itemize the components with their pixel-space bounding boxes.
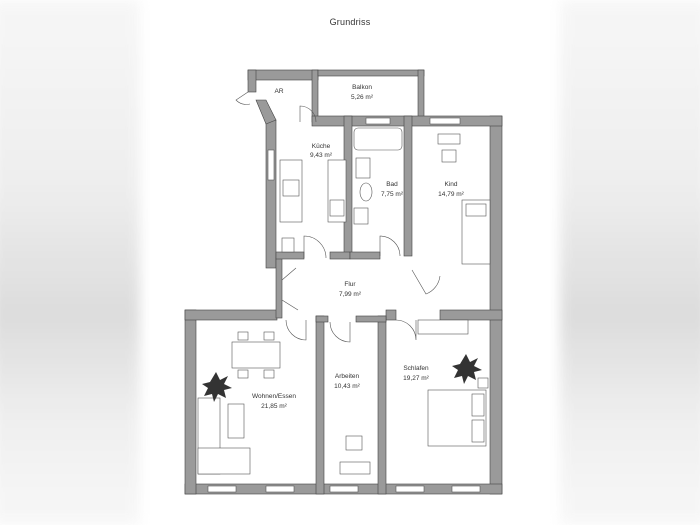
- dining-chair-2: [263, 331, 275, 341]
- window-arbeiten: [329, 485, 359, 493]
- area-schlafen: 19,27 m²: [403, 375, 429, 382]
- hall-wardrobe: [417, 319, 469, 335]
- label-kueche: Küche: [312, 143, 331, 150]
- nightstand: [477, 377, 489, 389]
- door-entry: [281, 267, 299, 311]
- door-wohnen: [285, 319, 307, 341]
- dining-chair-3: [237, 369, 249, 379]
- sofa-seat: [197, 447, 251, 475]
- door-kind: [411, 269, 441, 295]
- wall-kind-bottom: [439, 309, 503, 321]
- kind-desk: [437, 133, 461, 145]
- fixtures: [197, 127, 491, 475]
- wall-arbeiten-left: [315, 315, 325, 495]
- label-bad: Bad: [386, 181, 398, 188]
- doors: [235, 91, 441, 343]
- window-wohnen-2: [265, 485, 295, 493]
- kitchen-cabinet: [281, 237, 295, 253]
- wall-balkon-left: [311, 69, 319, 123]
- area-arbeiten: 10,43 m²: [334, 383, 360, 390]
- area-bad: 7,75 m²: [381, 191, 404, 198]
- bed-pillow-2: [471, 419, 485, 443]
- window-schlafen-2: [451, 485, 481, 493]
- work-chair: [345, 435, 363, 451]
- door-schlafen: [395, 319, 417, 341]
- bed-pillow-1: [471, 393, 485, 417]
- area-balkon: 5,26 m²: [351, 94, 374, 101]
- label-balkon: Balkon: [352, 84, 372, 91]
- wall-kueche-bottom-b: [329, 251, 351, 260]
- wall-arbeiten-top-b: [355, 315, 387, 323]
- window-kind: [429, 117, 461, 125]
- area-wohnen: 21,85 m²: [261, 403, 287, 410]
- blurred-background-left: [0, 0, 140, 525]
- label-wohnen: Wohnen/Essen: [252, 393, 296, 400]
- wall-bad-bottom: [349, 251, 381, 260]
- dining-chair-4: [263, 369, 275, 379]
- coffee-table: [227, 403, 245, 439]
- door-kueche-flur: [303, 235, 327, 259]
- plant-icon-schlafen: [452, 354, 482, 384]
- wall-outer-left-lower: [184, 309, 197, 495]
- label-flur: Flur: [344, 281, 356, 288]
- windows: [207, 117, 481, 493]
- label-kind: Kind: [444, 181, 457, 188]
- bathtub: [353, 127, 403, 151]
- plant-icon-wohnen: [202, 372, 232, 402]
- wall-schlafen-top: [385, 309, 397, 321]
- dining-chair-1: [237, 331, 249, 341]
- window-kueche: [267, 149, 275, 181]
- window-wohnen-1: [207, 485, 237, 493]
- blurred-background-right: [560, 0, 700, 525]
- wall-balkon-top: [317, 69, 425, 77]
- wall-wohnen-top: [184, 309, 278, 321]
- room-labels: AR Balkon 5,26 m² Küche 9,43 m² Bad 7,75…: [252, 84, 465, 410]
- label-ar: AR: [274, 88, 283, 95]
- wall-bad-kind: [403, 115, 413, 257]
- washbasin: [353, 207, 369, 225]
- door-arbeiten: [329, 321, 351, 343]
- wall-flur-left: [275, 257, 283, 319]
- wall-arbeiten-top-a: [315, 315, 329, 323]
- bath-shelf: [355, 157, 371, 179]
- window-bad: [365, 117, 391, 125]
- wall-kueche-bottom-a: [275, 251, 305, 260]
- window-schlafen-1: [395, 485, 425, 493]
- wall-balkon-right: [417, 69, 425, 123]
- wall-top-left: [247, 69, 319, 81]
- label-arbeiten: Arbeiten: [335, 373, 360, 380]
- wall-arbeiten-right: [377, 315, 387, 495]
- kitchen-sink: [329, 199, 345, 217]
- door-bad: [379, 235, 401, 257]
- plan-title: Grundriss: [329, 17, 371, 27]
- work-desk: [339, 461, 371, 475]
- wall-ar-diagonal: [255, 99, 277, 125]
- label-schlafen: Schlafen: [403, 365, 429, 372]
- toilet: [359, 182, 373, 202]
- wall-ar-left: [247, 69, 257, 93]
- wall-outer-right: [489, 115, 503, 495]
- area-kind: 14,79 m²: [438, 191, 464, 198]
- kind-chair: [441, 149, 457, 163]
- door-kueche-balkon: [299, 105, 317, 123]
- kitchen-stove: [282, 179, 300, 197]
- plants: [202, 354, 482, 402]
- wall-outer-left-upper: [265, 119, 277, 269]
- door-ar: [235, 91, 251, 105]
- area-kueche: 9,43 m²: [310, 152, 333, 159]
- kind-pillow: [465, 203, 487, 217]
- area-flur: 7,99 m²: [339, 291, 362, 298]
- dining-table: [231, 341, 281, 369]
